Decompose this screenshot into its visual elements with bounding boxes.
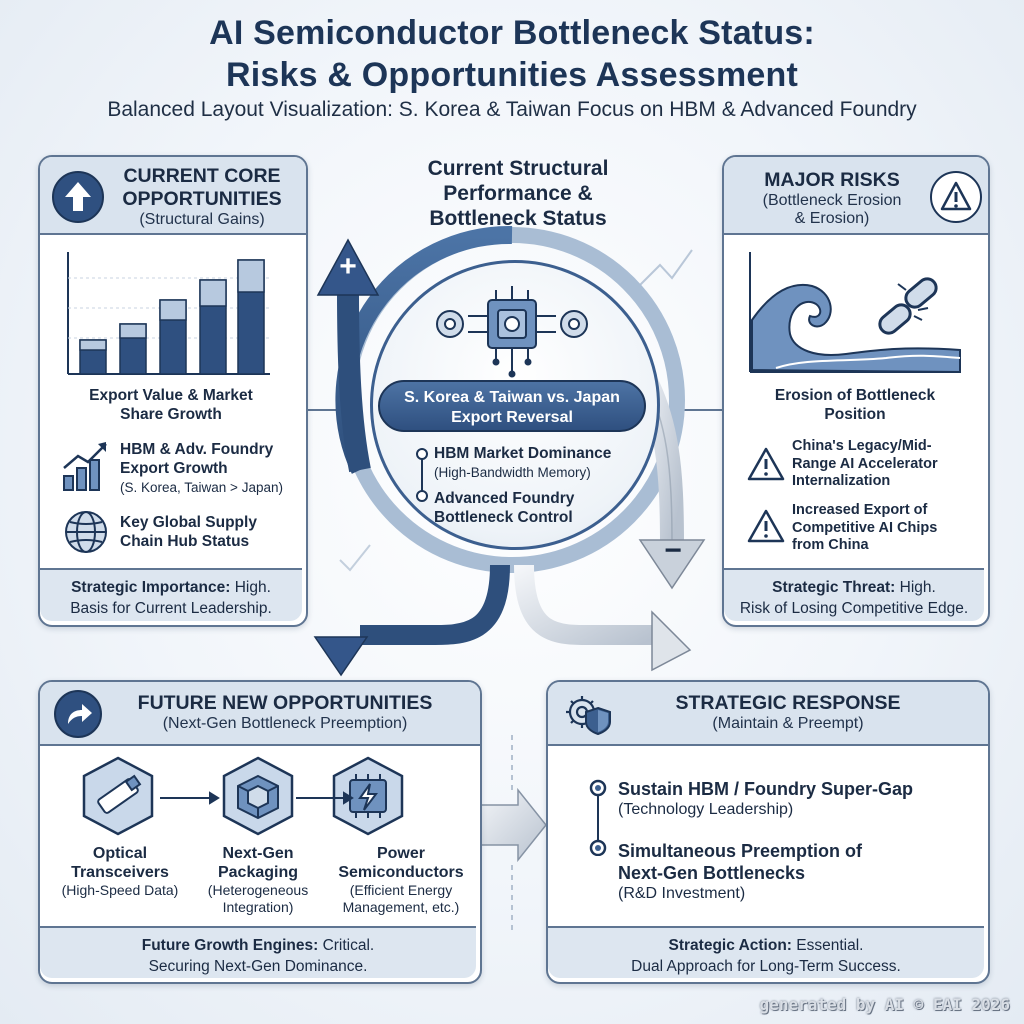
response-point-preemption: Simultaneous Preemption of Next-Gen Bott… — [618, 841, 863, 902]
gear-shield-icon — [566, 696, 611, 736]
chip-gears-icon — [436, 286, 588, 378]
future-item-packaging: Next-Gen Packaging (Heterogeneous Integr… — [207, 845, 309, 915]
opportunities-footer: Strategic Importance: High. Basis for Cu… — [40, 568, 302, 621]
risks-footer: Strategic Threat: High. Risk of Losing C… — [724, 568, 984, 621]
future-item-power: Power Semiconductors (Efficient Energy M… — [338, 845, 464, 915]
warning-icon — [747, 509, 785, 543]
flow-to-future-head-icon — [313, 636, 369, 677]
future-to-response-arrow-icon — [477, 787, 547, 863]
bar-growth-icon — [63, 442, 107, 491]
page-title: AI Semiconductor Bottleneck Status: — [209, 14, 815, 52]
future-footer: Future Growth Engines: Critical. Securin… — [40, 926, 476, 978]
flow-to-response-head-icon — [651, 610, 692, 672]
supply-chain-hub: Key Global Supply Chain Hub Status — [120, 514, 257, 550]
rise-arrow-shaft — [337, 289, 371, 473]
plus-sign: + — [339, 250, 357, 283]
watermark: generated by AI © EAI 2026 — [759, 995, 1010, 1014]
response-point-super-gap: Sustain HBM / Foundry Super-Gap (Technol… — [618, 779, 914, 818]
warning-icon — [747, 447, 785, 481]
forward-arrow-icon — [54, 690, 102, 738]
flow-to-future — [360, 564, 510, 646]
deco-check-icon — [339, 544, 371, 572]
globe-icon — [65, 511, 107, 553]
future-item-optical: Optical Transceivers (High-Speed Data) — [61, 845, 179, 898]
export-growth-caption: Export Value & Market Share Growth — [89, 387, 253, 423]
china-export-risk: Increased Export of Competitive AI Chips… — [792, 502, 938, 553]
warning-icon — [930, 171, 982, 223]
future-tech-icons — [82, 756, 404, 836]
hbm-dominance: HBM Market Dominance (High-Bandwidth Mem… — [434, 445, 612, 480]
deco-trend-icon — [639, 249, 693, 286]
response-timeline — [589, 779, 607, 856]
page-title-line2: Risks & Opportunities Assessment — [226, 56, 798, 94]
flow-to-response — [514, 564, 660, 646]
foundry-control: Advanced Foundry Bottleneck Control — [434, 490, 575, 526]
power-chip-icon — [349, 774, 387, 818]
page-subtitle: Balanced Layout Visualization: S. Korea … — [107, 98, 917, 121]
rise-arrow-head-icon — [316, 238, 380, 296]
export-reversal-banner: S. Korea & Taiwan vs. Japan Export Rever… — [378, 380, 646, 432]
minus-sign: − — [664, 534, 682, 567]
usb-transceiver-icon — [97, 774, 142, 814]
china-internalization-risk: China's Legacy/Mid- Range AI Accelerator… — [792, 438, 938, 489]
center-timeline — [416, 448, 428, 502]
hbm-export-growth: HBM & Adv. Foundry Export Growth (S. Kor… — [120, 441, 283, 495]
export-growth-chart — [67, 252, 270, 375]
panel-major-risks: MAJOR RISKS (Bottleneck Erosion & Erosio… — [722, 155, 990, 627]
decline-arrow-head-icon — [638, 539, 706, 590]
wave-broken-chain-icon — [749, 252, 961, 374]
response-footer: Strategic Action: Essential. Dual Approa… — [548, 926, 984, 978]
arrow-up-icon — [52, 171, 104, 223]
packaging-cube-icon — [237, 774, 279, 820]
erosion-caption: Erosion of Bottleneck Position — [774, 387, 936, 423]
center-title: Current Structural Performance & Bottlen… — [427, 157, 609, 230]
